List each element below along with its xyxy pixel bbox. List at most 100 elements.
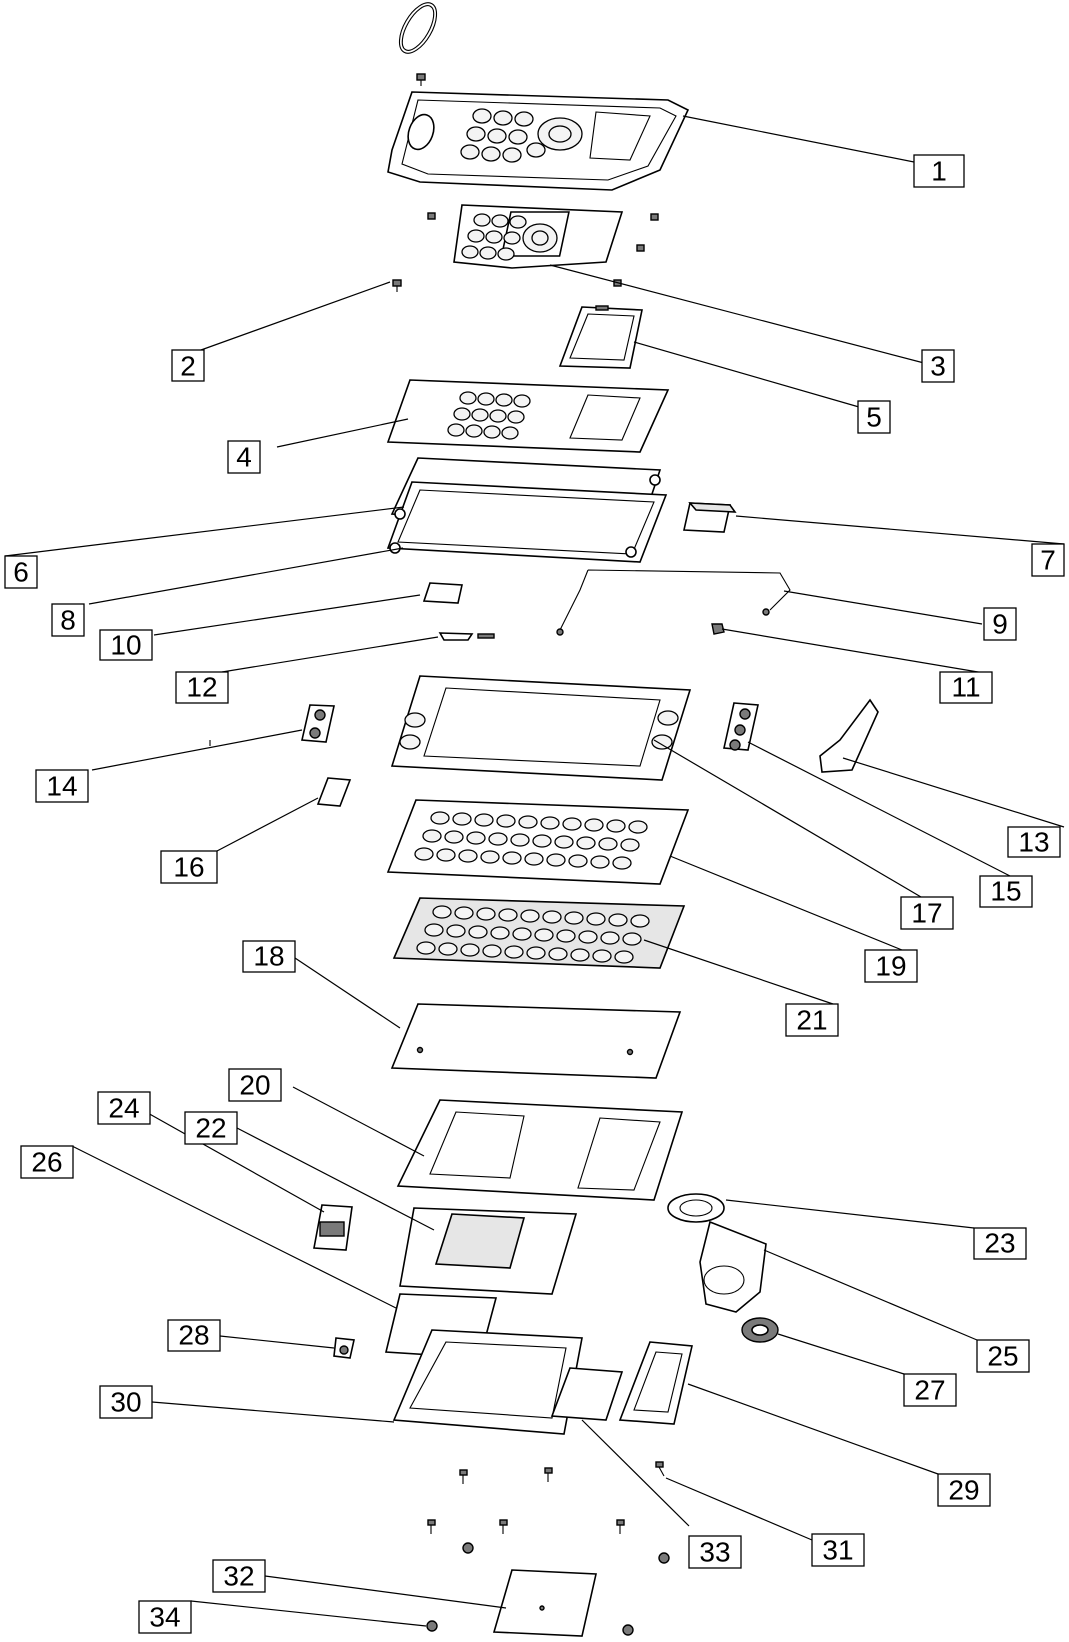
callout-6-text: 6 xyxy=(13,557,29,588)
callout-17-text: 17 xyxy=(911,898,942,929)
callout-26: 26 xyxy=(20,1145,74,1179)
callout-18-text: 18 xyxy=(253,941,284,972)
leader-26 xyxy=(71,1145,397,1309)
leader-9 xyxy=(783,590,983,625)
leader-31 xyxy=(665,1477,813,1541)
callout-19: 19 xyxy=(864,949,918,983)
keypad-part xyxy=(453,204,624,269)
leader-25 xyxy=(763,1249,978,1341)
callout-33: 33 xyxy=(688,1535,742,1569)
callout-19-text: 19 xyxy=(875,951,906,982)
leader-7 xyxy=(735,515,1065,545)
callout-7: 7 xyxy=(1031,543,1065,577)
callout-13-text: 13 xyxy=(1018,827,1049,858)
cable-part xyxy=(559,569,791,631)
callout-14-text: 14 xyxy=(46,771,77,802)
callout-27: 27 xyxy=(903,1373,957,1407)
front-housing-part xyxy=(387,91,690,191)
callout-21-text: 21 xyxy=(796,1005,827,1036)
callout-10-text: 10 xyxy=(110,630,141,661)
callout-17: 17 xyxy=(900,896,954,930)
callout-23-text: 23 xyxy=(984,1228,1015,1259)
callout-18: 18 xyxy=(242,940,296,973)
callout-24: 24 xyxy=(97,1091,151,1125)
callout-12: 12 xyxy=(175,671,229,704)
leader-27 xyxy=(777,1333,905,1375)
callout-31-text: 31 xyxy=(822,1535,853,1566)
callout-24-text: 24 xyxy=(108,1093,139,1124)
card-part xyxy=(316,777,352,807)
screws-row-1 xyxy=(459,1461,665,1484)
callout-30-text: 30 xyxy=(110,1387,141,1418)
leader-8 xyxy=(88,547,404,605)
nut-part xyxy=(426,1620,438,1632)
leader-18 xyxy=(294,957,401,1029)
leader-29 xyxy=(687,1383,939,1475)
callout-22: 22 xyxy=(184,1111,238,1145)
callout-29-text: 29 xyxy=(948,1475,979,1506)
callout-26-text: 26 xyxy=(31,1147,62,1178)
connector-part xyxy=(313,1204,353,1251)
keyboard-keymat-part xyxy=(392,897,686,969)
callout-2: 2 xyxy=(171,349,205,382)
callout-1: 1 xyxy=(913,154,965,188)
callout-4: 4 xyxy=(227,440,261,474)
callout-6: 6 xyxy=(4,555,38,589)
bottom-cover-part xyxy=(492,1569,597,1637)
callout-16-text: 16 xyxy=(173,852,204,883)
middle-frame-part xyxy=(390,675,692,781)
callout-25-text: 25 xyxy=(987,1341,1018,1372)
callout-11-text: 11 xyxy=(951,672,980,703)
callout-20-text: 20 xyxy=(239,1070,270,1101)
clip-part xyxy=(438,632,495,641)
callout-30: 30 xyxy=(99,1385,153,1419)
callout-27-text: 27 xyxy=(914,1375,945,1406)
callout-4-text: 4 xyxy=(236,442,252,473)
leader-24 xyxy=(145,1111,325,1213)
callout-9-text: 9 xyxy=(992,609,1008,640)
leader-3 xyxy=(549,264,925,364)
screw-part-top xyxy=(416,73,426,86)
callout-1-text: 1 xyxy=(931,156,947,187)
leader-20 xyxy=(292,1086,425,1157)
pad-part xyxy=(683,502,737,533)
callout-11: 11 xyxy=(939,671,993,704)
callout-14: 14 xyxy=(35,769,89,803)
keyboard-bezel-part xyxy=(386,799,690,885)
leader-16 xyxy=(216,797,319,852)
main-pcb-part xyxy=(399,1207,578,1295)
callout-5-text: 5 xyxy=(866,402,882,433)
callout-34: 34 xyxy=(138,1600,192,1634)
leader-34 xyxy=(190,1600,427,1627)
latch-part xyxy=(333,1337,355,1359)
screws-row-2 xyxy=(427,1519,670,1564)
leader-12 xyxy=(221,636,439,673)
callout-8-text: 8 xyxy=(60,605,76,636)
leader-1 xyxy=(682,115,940,168)
callout-16: 16 xyxy=(160,850,218,884)
leader-17 xyxy=(653,739,922,898)
leader-4 xyxy=(276,418,409,448)
callout-28-text: 28 xyxy=(178,1320,209,1351)
callout-20: 20 xyxy=(228,1068,282,1102)
o-ring-part xyxy=(398,2,438,54)
callout-8: 8 xyxy=(51,603,85,637)
callout-23: 23 xyxy=(973,1227,1027,1260)
leader-14 xyxy=(91,729,303,771)
speaker-housing-part xyxy=(699,1220,767,1313)
callout-33-text: 33 xyxy=(699,1537,730,1568)
speaker-ring-part xyxy=(667,1193,725,1223)
leader-21 xyxy=(643,939,834,1005)
end-cap-part xyxy=(618,1341,693,1425)
callout-3-text: 3 xyxy=(930,351,946,382)
lcd-frame-part xyxy=(386,474,668,563)
screw-part-2 xyxy=(392,279,402,292)
leader-11 xyxy=(721,628,985,674)
small-clip-part xyxy=(711,623,725,635)
callout-31: 31 xyxy=(811,1533,865,1567)
callout-3: 3 xyxy=(921,349,955,383)
chassis-part xyxy=(396,1099,684,1201)
leader-33 xyxy=(581,1419,690,1527)
display-window-part xyxy=(558,305,643,369)
